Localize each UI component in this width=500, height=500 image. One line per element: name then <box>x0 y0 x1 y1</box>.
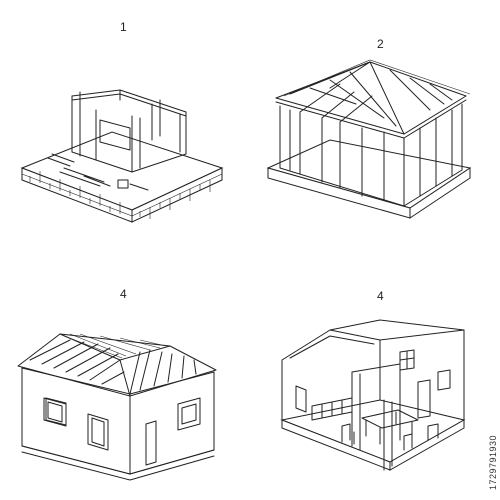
step-1-label: 1 <box>120 20 127 34</box>
step-4-interior-cutaway <box>280 319 466 471</box>
step-3-label: 4 <box>120 287 127 301</box>
step-2-label: 2 <box>377 37 384 51</box>
step-1-foundation-framing <box>20 89 224 223</box>
step-3-walls-roof <box>17 333 217 481</box>
step-2-roof-framing <box>266 59 472 219</box>
watermark-id: 1729791930 <box>488 434 498 490</box>
step-4-label: 4 <box>377 289 384 303</box>
